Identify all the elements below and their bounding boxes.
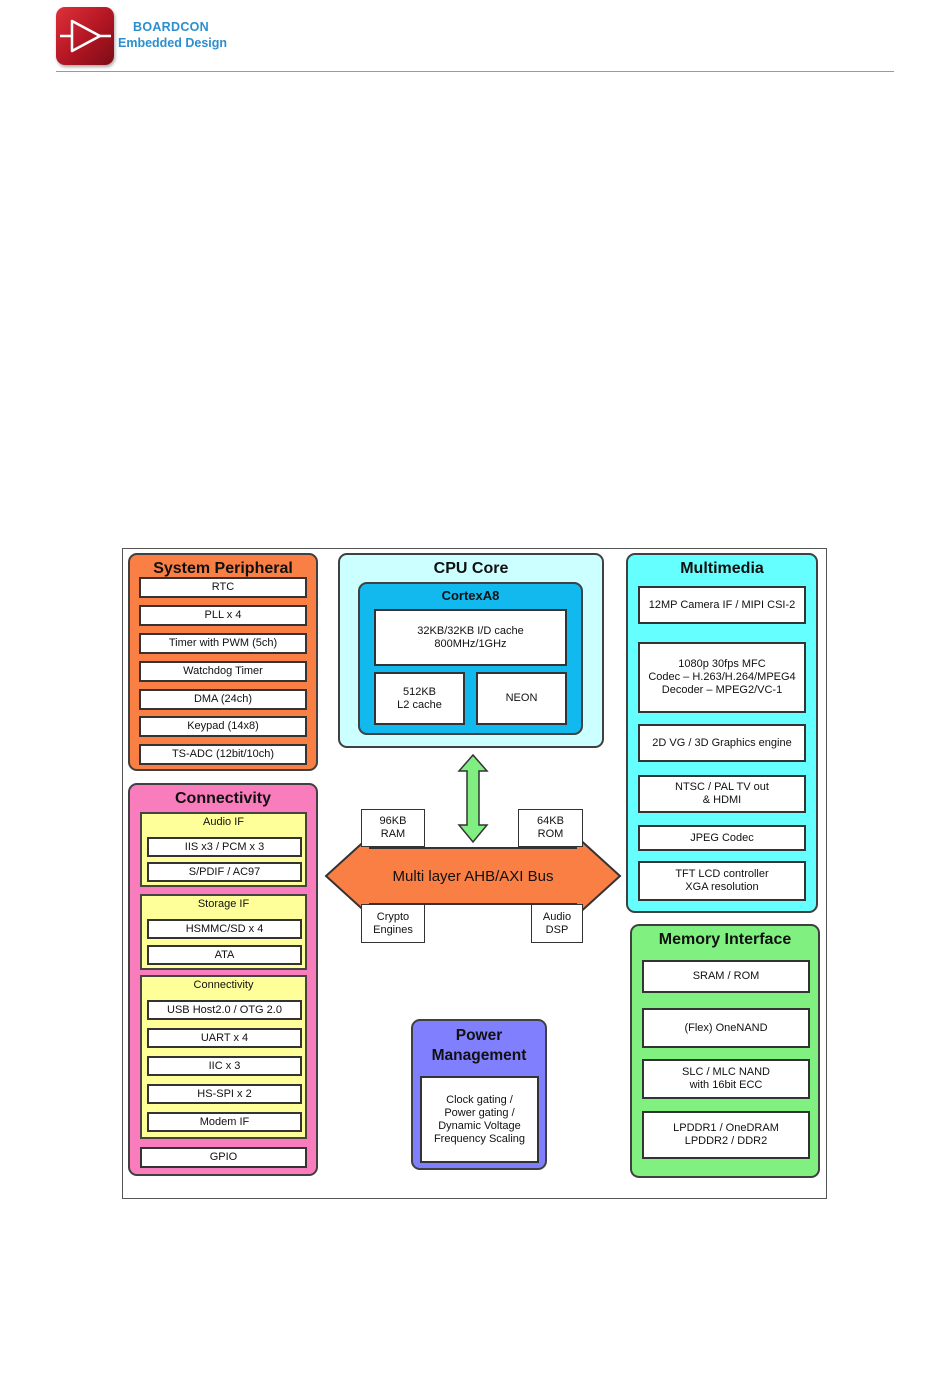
sysper-item-tsadc: TS-ADC (12bit/10ch)	[139, 744, 307, 765]
conn-item-uart: UART x 4	[147, 1028, 302, 1048]
storage-if-title: Storage IF	[197, 898, 250, 910]
cpu-bus-double-arrow	[457, 753, 489, 844]
mm-item-mfc: 1080p 30fps MFC Codec – H.263/H.264/MPEG…	[638, 642, 806, 713]
mem-item-lpddr: LPDDR1 / OneDRAM LPDDR2 / DDR2	[642, 1111, 810, 1159]
multimedia-group: Multimedia 12MP Camera IF / MIPI CSI-2 1…	[626, 553, 818, 913]
brand-tagline: Embedded Design	[118, 36, 228, 50]
mm-item-tvout: NTSC / PAL TV out & HDMI	[638, 775, 806, 813]
sysper-item-dma: DMA (24ch)	[139, 689, 307, 710]
neon-box: NEON	[476, 672, 567, 725]
conn-item-usb: USB Host2.0 / OTG 2.0	[147, 1000, 302, 1020]
audio-if-title: Audio IF	[203, 816, 244, 828]
cortex-a8-block: CortexA8 32KB/32KB I/D cache 800MHz/1GHz…	[358, 582, 583, 735]
cortex-a8-title: CortexA8	[441, 588, 500, 603]
conn-item-hsspi: HS-SPI x 2	[147, 1084, 302, 1104]
sysper-item-timer: Timer with PWM (5ch)	[139, 633, 307, 654]
cpu-core-group: CPU Core CortexA8 32KB/32KB I/D cache 80…	[338, 553, 604, 748]
conn-item-iic: IIC x 3	[147, 1056, 302, 1076]
memory-interface-group: Memory Interface SRAM / ROM (Flex) OneNA…	[630, 924, 820, 1178]
system-peripheral-group: System Peripheral RTC PLL x 4 Timer with…	[128, 553, 318, 771]
connectivity-title: Connectivity	[174, 790, 271, 807]
boardcon-logo	[56, 7, 114, 65]
rom-box: 64KB ROM	[518, 809, 583, 847]
conn-item-modem: Modem IF	[147, 1112, 302, 1132]
bus-label: Multi layer AHB/AXI Bus	[392, 867, 554, 885]
sysper-item-pll: PLL x 4	[139, 605, 307, 626]
memory-interface-title: Memory Interface	[658, 931, 792, 948]
audio-item-spdif: S/PDIF / AC97	[147, 862, 302, 882]
mm-item-graphics: 2D VG / 3D Graphics engine	[638, 724, 806, 762]
ram-box: 96KB RAM	[361, 809, 425, 847]
mem-item-sram: SRAM / ROM	[642, 960, 810, 993]
connectivity-sub-title: Connectivity	[193, 979, 254, 991]
mm-item-jpeg: JPEG Codec	[638, 825, 806, 851]
power-management-title: Power Management	[431, 1027, 527, 1064]
bus-label-wrap: Multi layer AHB/AXI Bus	[326, 848, 620, 904]
multimedia-title: Multimedia	[680, 560, 764, 577]
brand-name: BOARDCON	[133, 20, 210, 34]
connectivity-group: Connectivity Audio IF IIS x3 / PCM x 3 S…	[128, 783, 318, 1176]
sysper-item-watchdog: Watchdog Timer	[139, 661, 307, 682]
storage-if-block: Storage IF HSMMC/SD x 4 ATA	[140, 894, 307, 970]
system-peripheral-title: System Peripheral	[153, 560, 293, 577]
logo-play-icon	[60, 19, 111, 53]
power-features-box: Clock gating / Power gating / Dynamic Vo…	[420, 1076, 539, 1163]
cpu-core-title: CPU Core	[433, 560, 509, 577]
storage-item-hsmmc: HSMMC/SD x 4	[147, 919, 302, 939]
cache-box: 32KB/32KB I/D cache 800MHz/1GHz	[374, 609, 567, 666]
mm-item-lcd: TFT LCD controller XGA resolution	[638, 861, 806, 901]
connectivity-sub-block: Connectivity USB Host2.0 / OTG 2.0 UART …	[140, 975, 307, 1139]
storage-item-ata: ATA	[147, 945, 302, 965]
mm-item-camera: 12MP Camera IF / MIPI CSI-2	[638, 586, 806, 624]
gpio-box: GPIO	[140, 1147, 307, 1168]
mem-item-nand: SLC / MLC NAND with 16bit ECC	[642, 1059, 810, 1099]
header-divider	[56, 71, 894, 72]
sysper-item-keypad: Keypad (14x8)	[139, 716, 307, 737]
l2-cache-box: 512KB L2 cache	[374, 672, 465, 725]
sysper-item-rtc: RTC	[139, 577, 307, 598]
audio-if-block: Audio IF IIS x3 / PCM x 3 S/PDIF / AC97	[140, 812, 307, 887]
mem-item-onenand: (Flex) OneNAND	[642, 1008, 810, 1048]
crypto-engines-box: Crypto Engines	[361, 904, 425, 943]
audio-item-iis: IIS x3 / PCM x 3	[147, 837, 302, 857]
audio-dsp-box: Audio DSP	[531, 904, 583, 943]
power-management-group: Power Management Clock gating / Power ga…	[411, 1019, 547, 1170]
